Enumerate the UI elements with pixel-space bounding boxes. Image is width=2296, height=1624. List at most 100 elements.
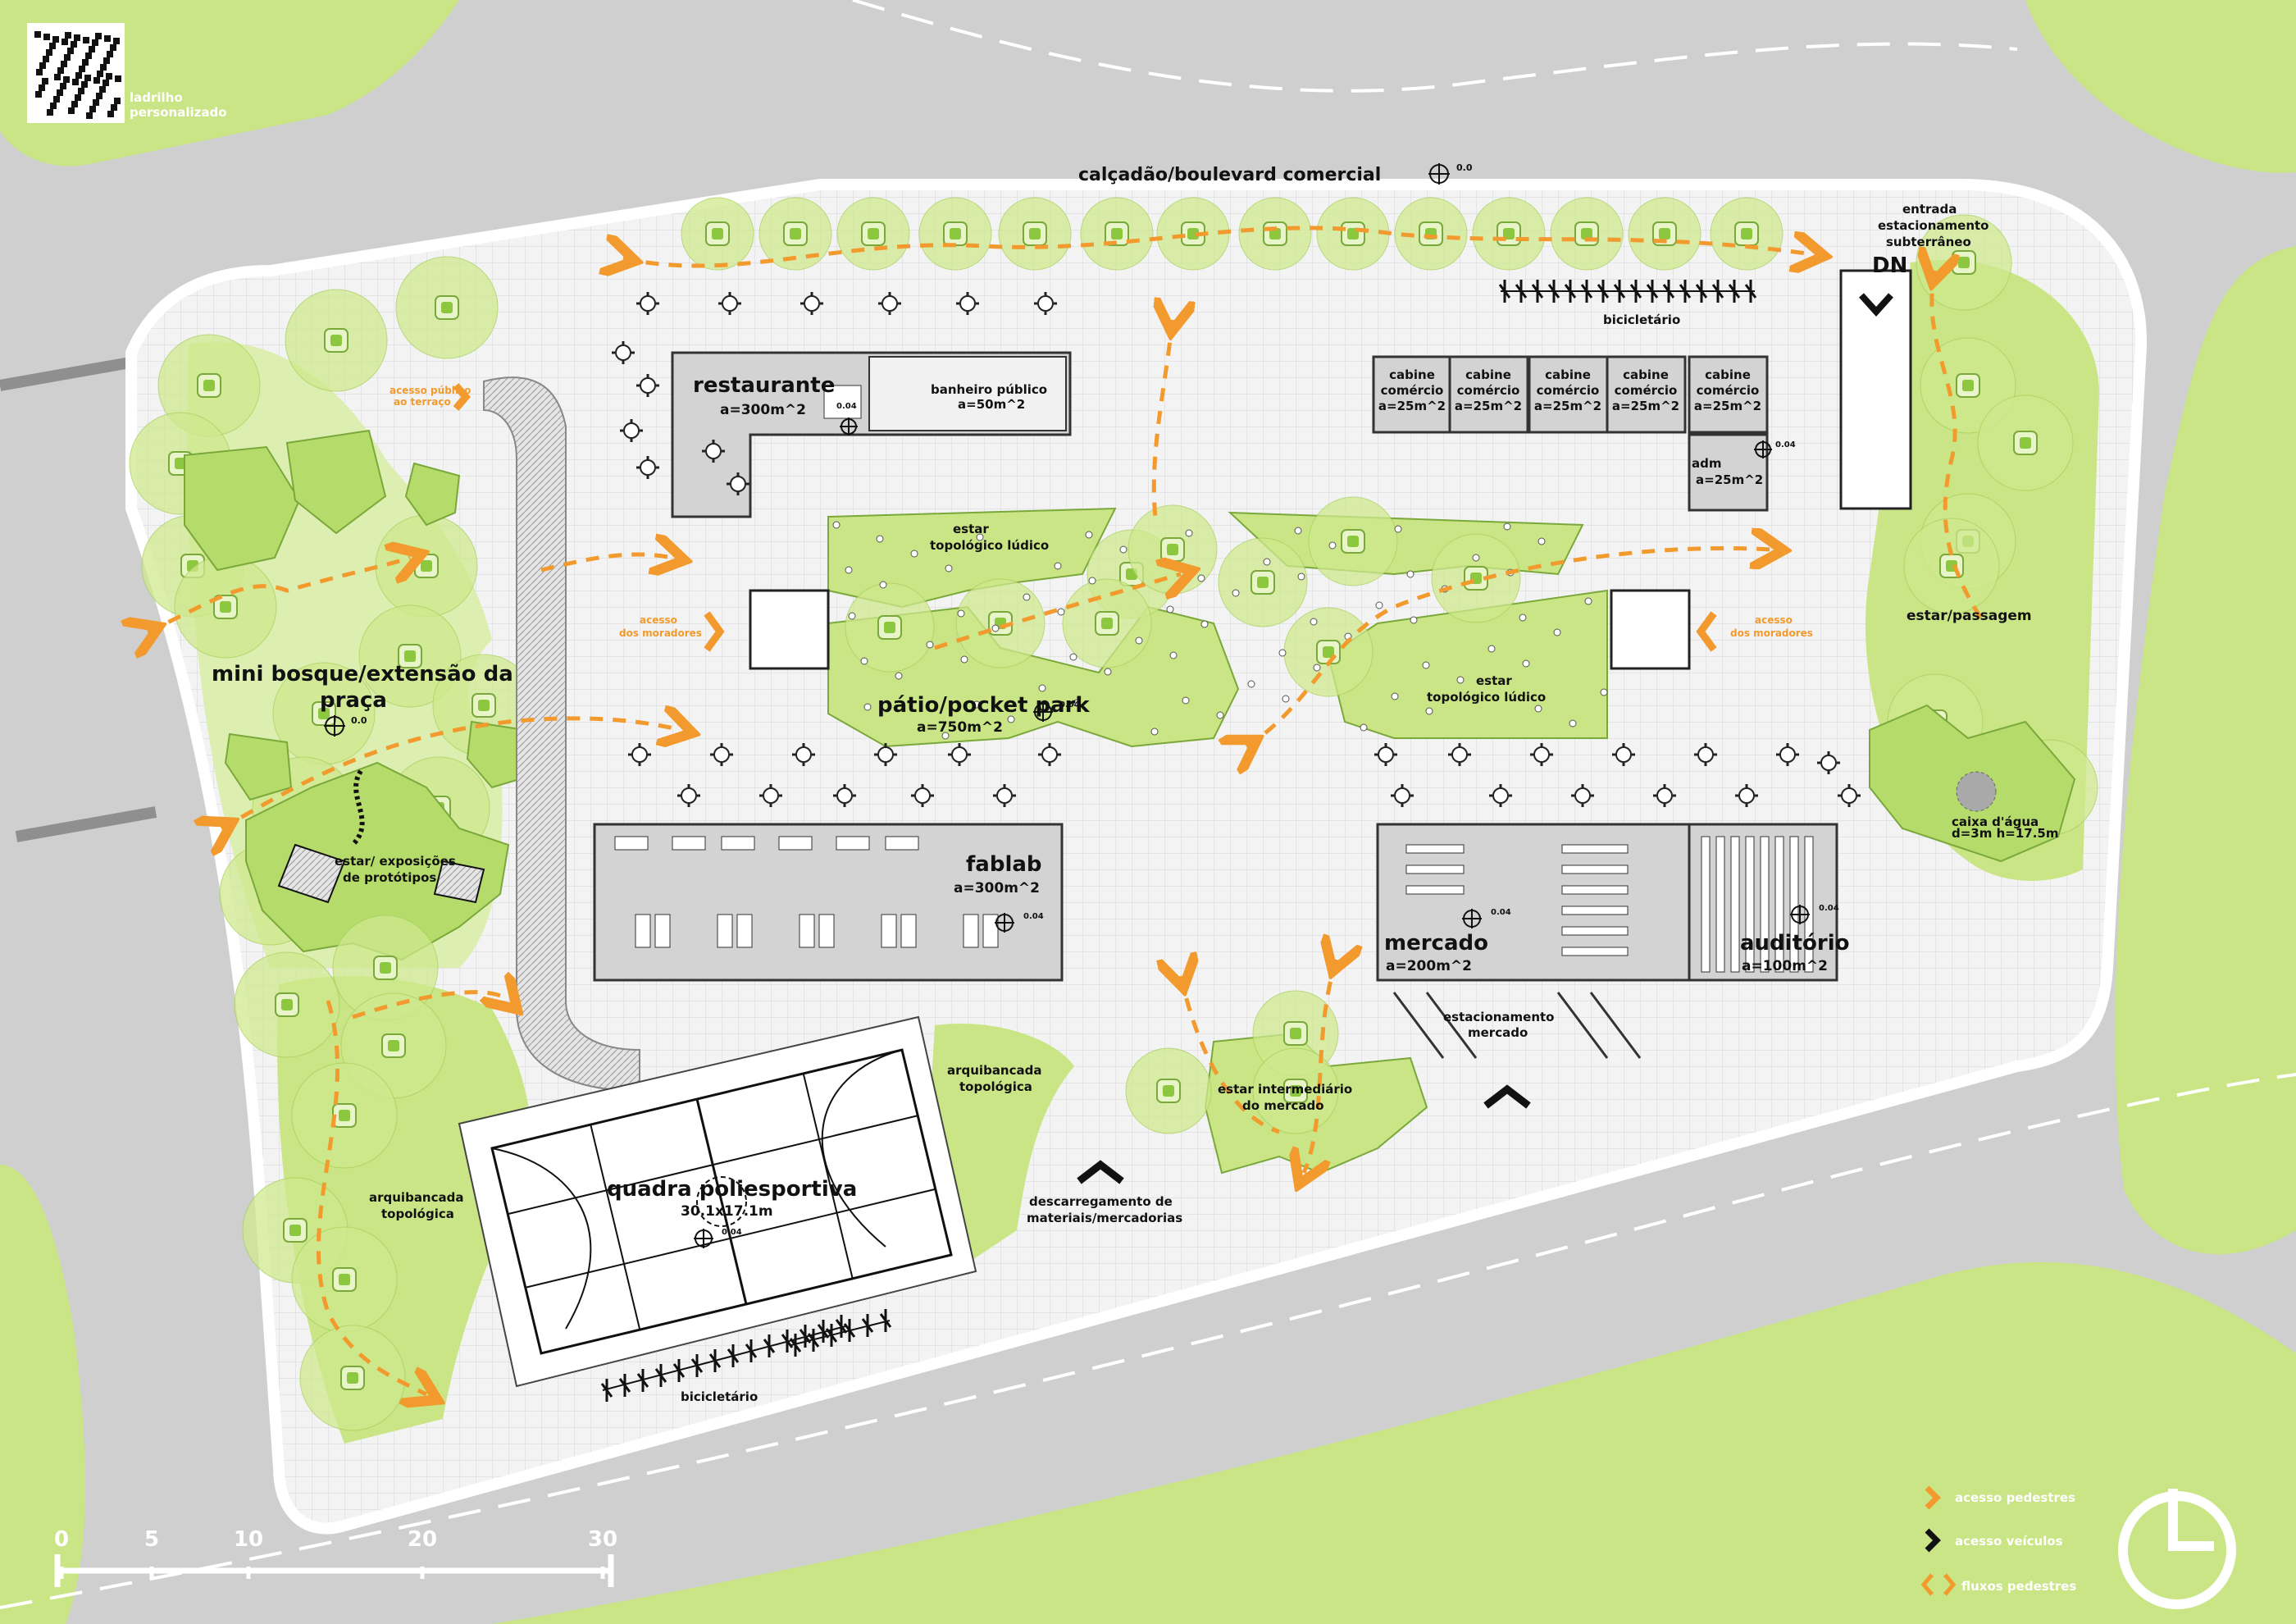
fablab-machine <box>885 836 919 851</box>
bosque-label-l2: praça <box>320 688 387 713</box>
court-stand-right <box>927 1024 1074 1263</box>
park-seat-dot <box>1166 605 1174 614</box>
cabin-label-line1: cabine <box>1623 367 1669 382</box>
restaurant-building <box>671 351 1072 518</box>
fablab-bench <box>654 914 671 948</box>
acesso-left-l2: dos moradores <box>619 627 702 639</box>
prototype-lattice-2 <box>433 860 485 904</box>
flow-court <box>352 992 508 1020</box>
park-seat-dot <box>832 521 840 529</box>
cabin-area: a=25m^2 <box>1694 399 1761 413</box>
cafe-table <box>878 292 901 315</box>
mercado-tree <box>1125 1047 1212 1134</box>
auditorium-seat-row <box>1745 836 1755 973</box>
court-line-1 <box>590 1123 640 1330</box>
cafe-table <box>911 784 934 807</box>
court-dims: 30.1x17.1m <box>681 1203 773 1220</box>
park-seat-dot <box>1538 537 1546 545</box>
park-seat-dot <box>1216 711 1224 719</box>
flow-east <box>1932 271 1987 625</box>
parking-entry-l1: entrada <box>1902 202 1957 217</box>
level-marker-street: 0.0 <box>1428 162 1473 185</box>
auditorio-name: auditório <box>1740 931 1849 956</box>
sw-tree <box>299 1325 406 1431</box>
court-outline <box>490 1048 953 1355</box>
park-seat-dot <box>945 564 953 573</box>
estar-ludico-2-l1: estar <box>1476 673 1512 688</box>
cabin-labels: cabinecomércioa=25m^2cabinecomércioa=25m… <box>1378 367 1761 413</box>
arquibancada-1-l1: arquibancada <box>369 1190 464 1205</box>
park-tree <box>1283 607 1374 697</box>
cabin-label-line2: comércio <box>1615 383 1678 398</box>
mercado-area: a=200m^2 <box>1386 958 1472 974</box>
fablab-bench <box>963 914 979 948</box>
estar-ludico-2-l2: topológico lúdico <box>1427 690 1546 705</box>
street-tree <box>1080 197 1154 271</box>
descarregamento-l1: descarregamento de <box>1029 1194 1173 1209</box>
auditorium-seat-row <box>1730 836 1740 973</box>
park-seat-dot <box>1600 688 1608 696</box>
park-seat-dot <box>860 657 868 665</box>
estar-expo-l1: estar/ exposições <box>335 854 456 869</box>
fablab-machine <box>778 836 813 851</box>
cafe-table <box>759 784 782 807</box>
park-seat-dot <box>910 550 918 558</box>
park-seat-dot <box>973 700 981 709</box>
park-seat-dot <box>848 612 856 620</box>
park-seat-dot <box>1456 676 1465 684</box>
flow-market-2 <box>1304 960 1337 1173</box>
cabin-area: a=25m^2 <box>1378 399 1446 413</box>
court-key-left <box>491 1147 592 1330</box>
market-shelf <box>1561 947 1629 956</box>
scale-tick-label: 0 <box>54 1527 69 1552</box>
street-tree <box>998 197 1072 271</box>
cabin-label-line1: cabine <box>1389 367 1435 382</box>
market-counter <box>1405 864 1465 874</box>
court-center-circle <box>696 1176 747 1227</box>
cabin-label-line2: comércio <box>1537 383 1600 398</box>
caixa-agua-l2: d=3m h=17.5m <box>1952 826 2058 841</box>
level-restaurant-value: 0.04 <box>836 402 857 411</box>
legend-pedestrian-access: acesso pedestres <box>1955 1490 2075 1505</box>
bosque-tree <box>174 555 277 659</box>
park-seat-dot <box>1394 525 1402 533</box>
fablab-name: fablab <box>966 852 1042 877</box>
level-marker-bosque: 0.0 <box>324 715 367 737</box>
cabin-box <box>1372 355 1453 434</box>
park-seat-dot <box>1038 684 1046 692</box>
park-seat-dot <box>1088 577 1096 585</box>
park-seat-dot <box>1553 628 1561 636</box>
cafe-table <box>727 472 749 495</box>
market-shelf <box>1561 926 1629 936</box>
street-tree <box>918 197 992 271</box>
cabin-box <box>1688 355 1769 434</box>
flow-bosque <box>148 558 410 632</box>
parking-mercado-l1: estacionamento <box>1443 1010 1555 1024</box>
cafe-table <box>1489 784 1512 807</box>
level-fablab-value: 0.04 <box>1023 912 1044 921</box>
fablab-bench <box>881 914 897 948</box>
park-seat-dot <box>1569 719 1577 728</box>
park-seat-dot <box>941 732 950 740</box>
market-shelf <box>1561 885 1629 895</box>
level-marker-mercado: 0.04 <box>1462 908 1511 928</box>
park-seat-dot <box>1503 522 1511 531</box>
cabin-label-line1: cabine <box>1545 367 1591 382</box>
flow-patio <box>1154 320 1173 526</box>
wc-name: banheiro público <box>931 382 1047 397</box>
park-seat-dot <box>1313 664 1321 672</box>
level-marker-restaurant: 0.04 <box>836 402 858 436</box>
sw-tree <box>291 1062 398 1169</box>
court-line-3 <box>508 1115 919 1215</box>
adm-name: adm <box>1692 456 1722 471</box>
north-arrow-icon <box>2118 1489 2236 1609</box>
level-mercado-value: 0.04 <box>1491 908 1511 917</box>
park-seat-dot <box>1135 636 1143 645</box>
street-tree <box>1628 197 1702 271</box>
access-vehicle-parking <box>1483 1084 1531 1109</box>
green-verge-top-right <box>2025 0 2296 173</box>
acesso-terraco-l1: acesso público <box>390 385 471 396</box>
court-line-2 <box>803 1074 854 1280</box>
cafe-table <box>710 743 733 766</box>
cafe-table <box>800 292 823 315</box>
